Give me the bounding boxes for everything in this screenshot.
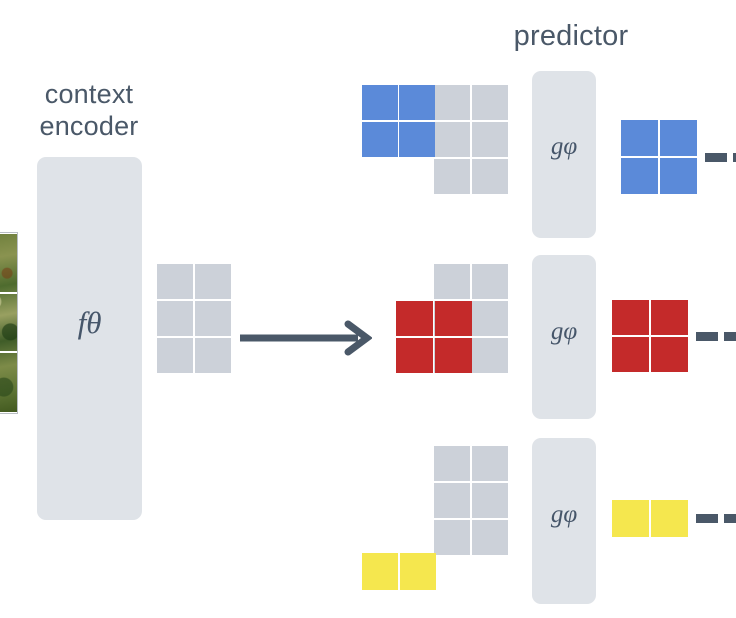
target-blue-context-cell bbox=[434, 159, 470, 194]
prediction-red-cell bbox=[651, 337, 688, 372]
target-red-context-cell bbox=[472, 301, 508, 336]
target-yellow-mask-cell bbox=[400, 553, 436, 590]
context-encoder-math-label: fθ bbox=[77, 305, 102, 340]
target-blue-mask-cell bbox=[362, 85, 398, 120]
target-yellow-context-cell bbox=[434, 483, 470, 518]
context-token-cell bbox=[157, 264, 193, 299]
predictor-middle-math-label: gφ bbox=[550, 318, 578, 345]
context-token-cell bbox=[195, 264, 231, 299]
prediction-red-cell bbox=[612, 337, 649, 372]
predictor-block-middle[interactable]: gφ bbox=[532, 255, 596, 419]
prediction-blue-cell bbox=[621, 120, 658, 156]
predictor-caption: predictor bbox=[513, 20, 629, 52]
dashed-link-segment bbox=[724, 332, 736, 341]
prediction-blue-cell bbox=[660, 120, 697, 156]
predictor-top-math-label: gφ bbox=[550, 133, 578, 160]
context-token-cell bbox=[195, 301, 231, 336]
target-red-context-cell bbox=[472, 338, 508, 373]
dashed-link-segment bbox=[705, 153, 727, 162]
prediction-yellow-cell bbox=[651, 500, 688, 537]
target-blue-context-cell bbox=[472, 159, 508, 194]
target-red-mask-cell bbox=[435, 338, 472, 373]
dashed-link-segment bbox=[724, 514, 736, 523]
target-blue-context-cell bbox=[472, 85, 508, 120]
target-yellow-context-cell bbox=[434, 520, 470, 555]
target-blue-context-cell bbox=[434, 122, 470, 157]
prediction-blue-cell bbox=[660, 158, 697, 194]
context-token-cell bbox=[157, 338, 193, 373]
target-blue-mask-cell bbox=[399, 85, 435, 120]
dashed-link-segment bbox=[696, 514, 718, 523]
target-yellow-context-cell bbox=[472, 483, 508, 518]
predictor-bottom-math-label: gφ bbox=[550, 501, 578, 528]
context-token-cell bbox=[157, 301, 193, 336]
dashed-link-segment bbox=[696, 332, 718, 341]
target-blue-mask-cell bbox=[362, 122, 398, 157]
target-yellow-context-cell bbox=[472, 520, 508, 555]
target-yellow-context-cell bbox=[472, 446, 508, 481]
dashed-link-segment bbox=[733, 153, 736, 162]
prediction-blue-cell bbox=[621, 158, 658, 194]
target-blue-context-cell bbox=[434, 85, 470, 120]
predictor-block-bottom[interactable]: gφ bbox=[532, 438, 596, 604]
target-red-mask-cell bbox=[435, 301, 472, 336]
target-yellow-context-cell bbox=[434, 446, 470, 481]
target-blue-context-cell bbox=[472, 122, 508, 157]
prediction-yellow-cell bbox=[612, 500, 649, 537]
target-yellow-mask-cell bbox=[362, 553, 398, 590]
input-image-thumbnail-picture bbox=[0, 234, 17, 412]
predictor-block-top[interactable]: gφ bbox=[532, 71, 596, 238]
thumbnail-divider bbox=[0, 292, 17, 294]
context-encoder-caption: context encoder bbox=[39, 79, 139, 141]
prediction-red-cell bbox=[651, 300, 688, 335]
target-red-mask-cell bbox=[396, 301, 433, 336]
context-encoder-block[interactable]: fθ bbox=[37, 157, 142, 520]
prediction-red-cell bbox=[612, 300, 649, 335]
target-red-context-cell bbox=[434, 264, 470, 299]
flow-arrow bbox=[240, 320, 372, 356]
target-red-mask-cell bbox=[396, 338, 433, 373]
target-blue-mask-cell bbox=[399, 122, 435, 157]
context-token-cell bbox=[195, 338, 231, 373]
input-image-thumbnail bbox=[0, 232, 18, 414]
thumbnail-divider bbox=[0, 351, 17, 353]
target-red-context-cell bbox=[472, 264, 508, 299]
